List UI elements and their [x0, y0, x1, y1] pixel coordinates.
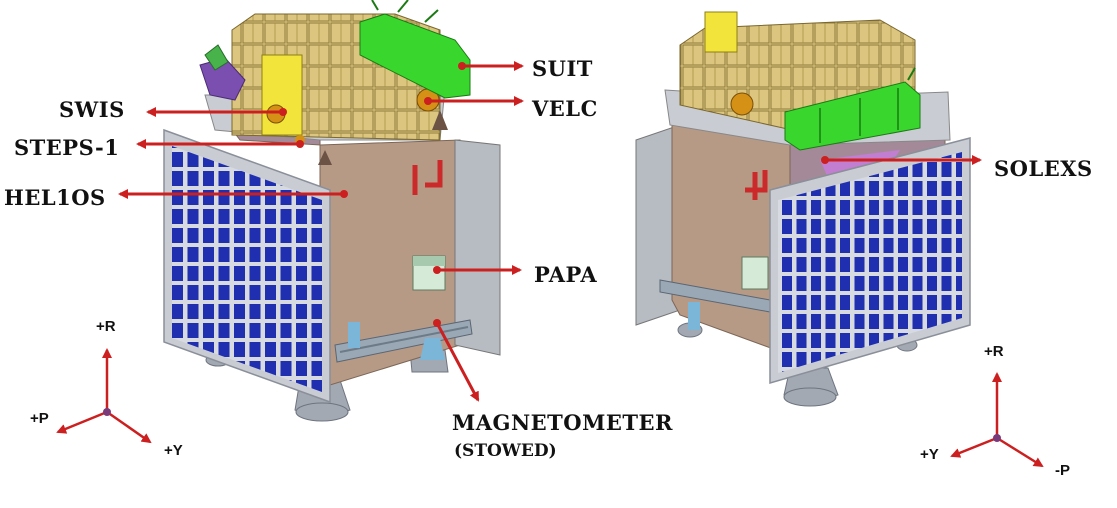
axis-left-left-label: +P	[30, 410, 49, 427]
label-magnetometer: MAGNETOMETER	[452, 410, 673, 435]
label-papa: PAPA	[534, 262, 598, 287]
axis-triad-left	[56, 348, 152, 444]
label-helios: HEL1OS	[4, 185, 106, 210]
label-steps: STEPS-1	[14, 135, 120, 160]
arrow-magnetometer	[435, 322, 480, 402]
label-velc: VELC	[532, 96, 598, 121]
axis-left-up-label: +R	[96, 318, 116, 335]
side-panel-left	[454, 139, 501, 356]
papa-unit-left	[412, 255, 446, 291]
label-solexs: SOLEXS	[994, 156, 1093, 181]
axis-right-left-label: +Y	[920, 446, 939, 463]
suit-unit-left	[359, 0, 471, 99]
suit-unit-right	[784, 67, 921, 151]
label-magnetometer-note: (STOWED)	[454, 441, 557, 461]
solar-panel-left	[163, 128, 331, 404]
solar-panel-right	[769, 137, 971, 384]
callout-arrows	[118, 61, 982, 402]
axis-right-right-label: -P	[1055, 462, 1070, 479]
spacecraft-right	[635, 11, 971, 407]
label-suit: SUIT	[532, 56, 593, 81]
magnetometer-boom-left	[334, 319, 473, 363]
label-swis: SWIS	[59, 97, 125, 122]
axis-left-right-label: +Y	[164, 442, 183, 459]
axis-triad-right	[950, 372, 1044, 468]
axis-right-up-label: +R	[984, 343, 1004, 360]
spacecraft-left	[163, 0, 501, 422]
